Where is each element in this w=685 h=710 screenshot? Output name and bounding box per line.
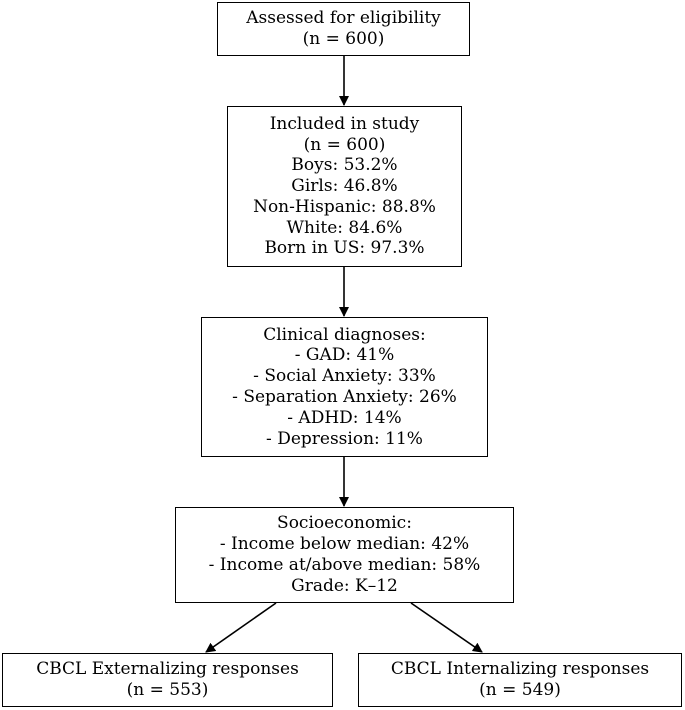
node-included-boys: Boys: 53.2% xyxy=(291,155,398,176)
node-included-girls: Girls: 46.8% xyxy=(291,176,398,197)
node-socio-income-below: - Income below median: 42% xyxy=(219,534,470,555)
node-included-white: White: 84.6% xyxy=(286,217,403,238)
node-included-title: Included in study xyxy=(269,113,420,134)
node-external-title: CBCL Externalizing responses xyxy=(36,659,299,680)
node-internal-title: CBCL Internalizing responses xyxy=(390,659,650,680)
node-clinical-social-anxiety: - Social Anxiety: 33% xyxy=(253,366,436,387)
arrow-socio-to-internal xyxy=(410,602,483,653)
node-included-in-study: Included in study (n = 600) Boys: 53.2% … xyxy=(227,106,462,267)
node-clinical-title: Clinical diagnoses: xyxy=(263,324,426,345)
node-socio-title: Socioeconomic: xyxy=(277,513,412,534)
node-external-count: (n = 553) xyxy=(126,680,209,700)
node-included-born-us: Born in US: 97.3% xyxy=(264,238,425,259)
node-socio-income-above: - Income at/above median: 58% xyxy=(208,555,481,575)
node-cbcl-internalizing: CBCL Internalizing responses (n = 549) xyxy=(358,653,682,707)
node-included-count: (n = 600) xyxy=(303,134,386,155)
node-clinical-diagnoses: Clinical diagnoses: - GAD: 41% - Social … xyxy=(201,317,488,457)
node-assessed-title: Assessed for eligibility xyxy=(246,8,441,29)
node-assessed-for-eligibility: Assessed for eligibility (n = 600) xyxy=(217,2,470,56)
node-clinical-adhd: - ADHD: 14% xyxy=(287,407,402,428)
node-clinical-depression: - Depression: 11% xyxy=(266,428,423,449)
node-clinical-separation-anxiety: - Separation Anxiety: 26% xyxy=(232,387,457,407)
arrow-socio-to-external xyxy=(205,602,277,653)
node-cbcl-externalizing: CBCL Externalizing responses (n = 553) xyxy=(2,653,333,707)
node-assessed-count: (n = 600) xyxy=(302,29,385,49)
node-included-non-hispanic: Non-Hispanic: 88.8% xyxy=(253,196,436,217)
node-clinical-gad: - GAD: 41% xyxy=(294,345,395,366)
node-internal-count: (n = 549) xyxy=(479,680,561,700)
node-socio-grade: Grade: K–12 xyxy=(291,575,398,596)
node-socioeconomic: Socioeconomic: - Income below median: 42… xyxy=(175,507,514,603)
